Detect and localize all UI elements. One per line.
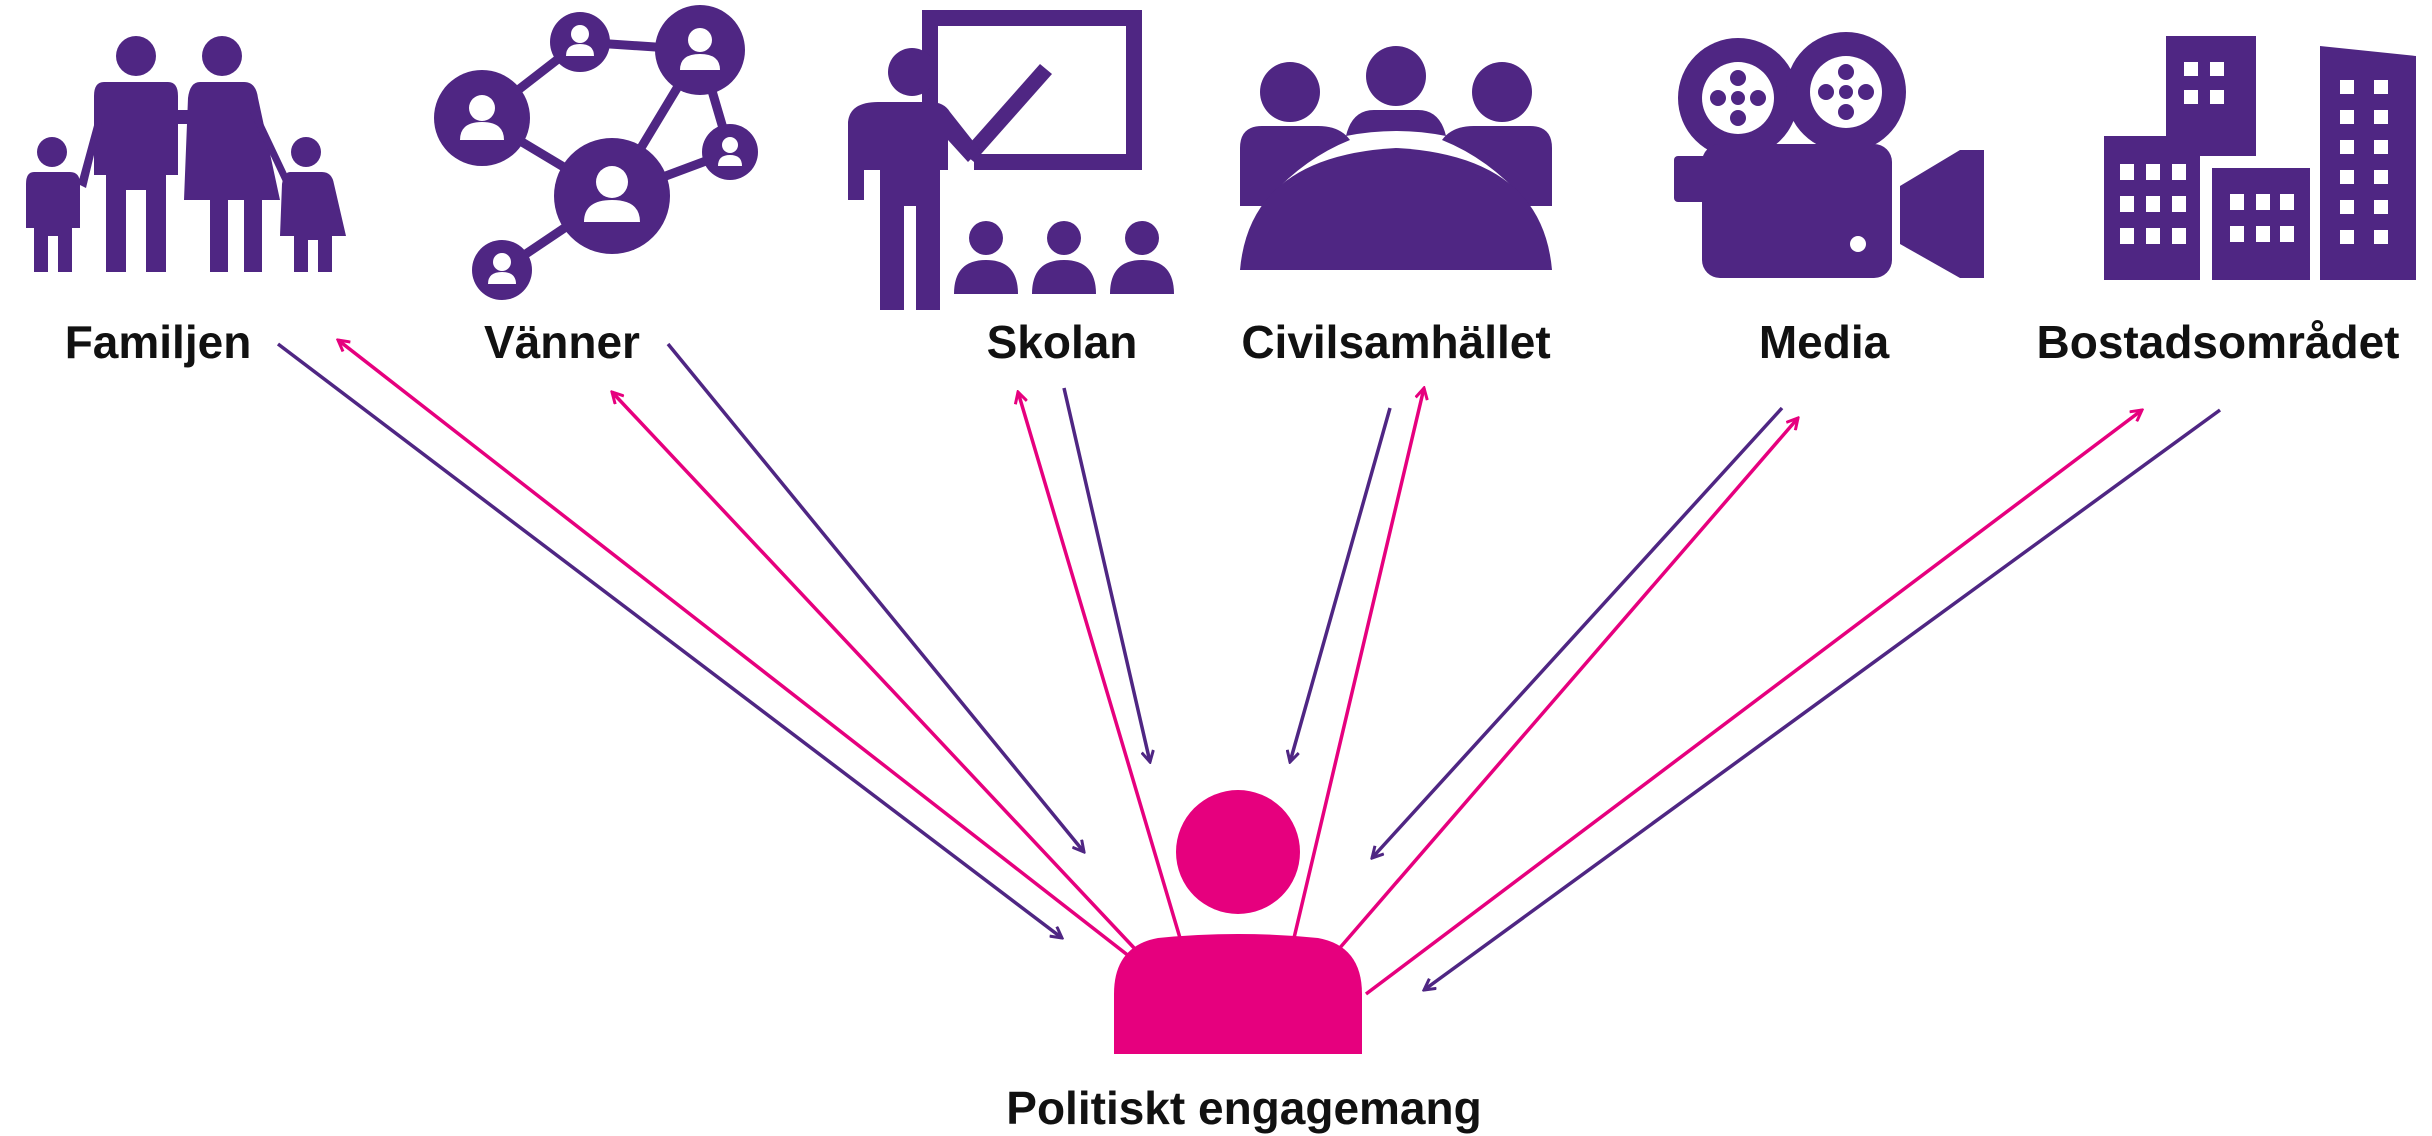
- arrow-skolan-to-person: [1062, 387, 1150, 762]
- community-icon: [1240, 46, 1552, 270]
- label-vanner: Vänner: [484, 316, 640, 368]
- label-bostadsomradet: Bostadsområdet: [2037, 316, 2400, 368]
- label-center: Politiskt engagemang: [1006, 1082, 1481, 1134]
- arrow-media-to-person: [1372, 406, 1784, 858]
- classroom-icon: [848, 10, 1174, 310]
- label-civilsamhallet: Civilsamhället: [1241, 316, 1550, 368]
- arrow-person-to-civilsamhallet: [1292, 388, 1424, 939]
- arrow-person-to-vanner: [612, 392, 1138, 952]
- label-skolan: Skolan: [987, 316, 1138, 368]
- arrow-person-to-familjen: [338, 340, 1136, 962]
- family-icon: [26, 36, 346, 272]
- arrow-civilsamhallet-to-person: [1290, 407, 1392, 762]
- label-media: Media: [1759, 316, 1890, 368]
- arrow-vanner-to-person: [666, 342, 1084, 852]
- arrows-layer: [276, 340, 2222, 996]
- buildings-icon: [2104, 36, 2416, 280]
- arrow-familjen-to-person: [276, 342, 1062, 938]
- arrow-bostadsomradet-to-person: [1424, 408, 2222, 990]
- label-familjen: Familjen: [65, 316, 252, 368]
- person-icon: [1114, 790, 1362, 1054]
- arrow-person-to-media: [1336, 418, 1798, 952]
- arrow-person-to-skolan: [1018, 392, 1182, 939]
- arrow-person-to-bostadsomradet: [1364, 410, 2142, 996]
- film-camera-icon: [1674, 32, 1984, 278]
- network-icon: [434, 5, 758, 300]
